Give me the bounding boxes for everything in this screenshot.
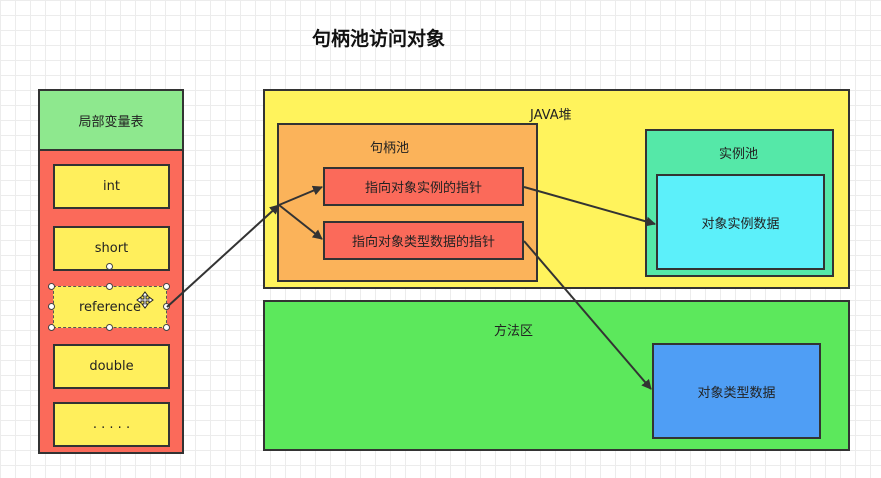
move-cursor-icon bbox=[136, 291, 154, 309]
object-type-data[interactable]: 对象类型数据 bbox=[652, 343, 821, 439]
slot-double[interactable]: double bbox=[53, 344, 170, 389]
resize-handle-top[interactable] bbox=[106, 283, 113, 290]
rotate-handle[interactable] bbox=[106, 263, 113, 270]
object-instance-data[interactable]: 对象实例数据 bbox=[656, 174, 825, 270]
page-title: 句柄池访问对象 bbox=[312, 28, 446, 50]
resize-handle-bottom-left[interactable] bbox=[48, 324, 55, 331]
slot-int[interactable]: int bbox=[53, 164, 170, 209]
resize-handle-bottom-right[interactable] bbox=[163, 324, 170, 331]
resize-handle-top-left[interactable] bbox=[48, 283, 55, 290]
resize-handle-right[interactable] bbox=[163, 303, 170, 310]
resize-handle-left[interactable] bbox=[48, 303, 55, 310]
handle-pool-label: 句柄池 bbox=[370, 141, 410, 156]
instance-pool-label: 实例池 bbox=[719, 147, 759, 162]
java-heap-label: JAVA堆 bbox=[530, 108, 572, 123]
resize-handle-bottom[interactable] bbox=[106, 324, 113, 331]
arrow-handle-to-instance-pointer bbox=[278, 185, 323, 206]
slot-reference[interactable]: reference bbox=[53, 286, 167, 328]
pointer-to-type[interactable]: 指向对象类型数据的指针 bbox=[323, 221, 524, 260]
method-area-label: 方法区 bbox=[494, 324, 534, 339]
resize-handle-top-right[interactable] bbox=[163, 283, 170, 290]
arrow-instance-pointer-to-data bbox=[523, 186, 656, 227]
arrow-reference-to-handle bbox=[166, 204, 280, 308]
arrow-type-pointer-to-type-data bbox=[523, 240, 652, 390]
slot-ellipsis[interactable]: . . . . . bbox=[53, 402, 170, 447]
slot-short[interactable]: short bbox=[53, 226, 170, 271]
pointer-to-instance[interactable]: 指向对象实例的指针 bbox=[323, 167, 524, 206]
arrow-handle-to-type-pointer bbox=[278, 204, 323, 240]
